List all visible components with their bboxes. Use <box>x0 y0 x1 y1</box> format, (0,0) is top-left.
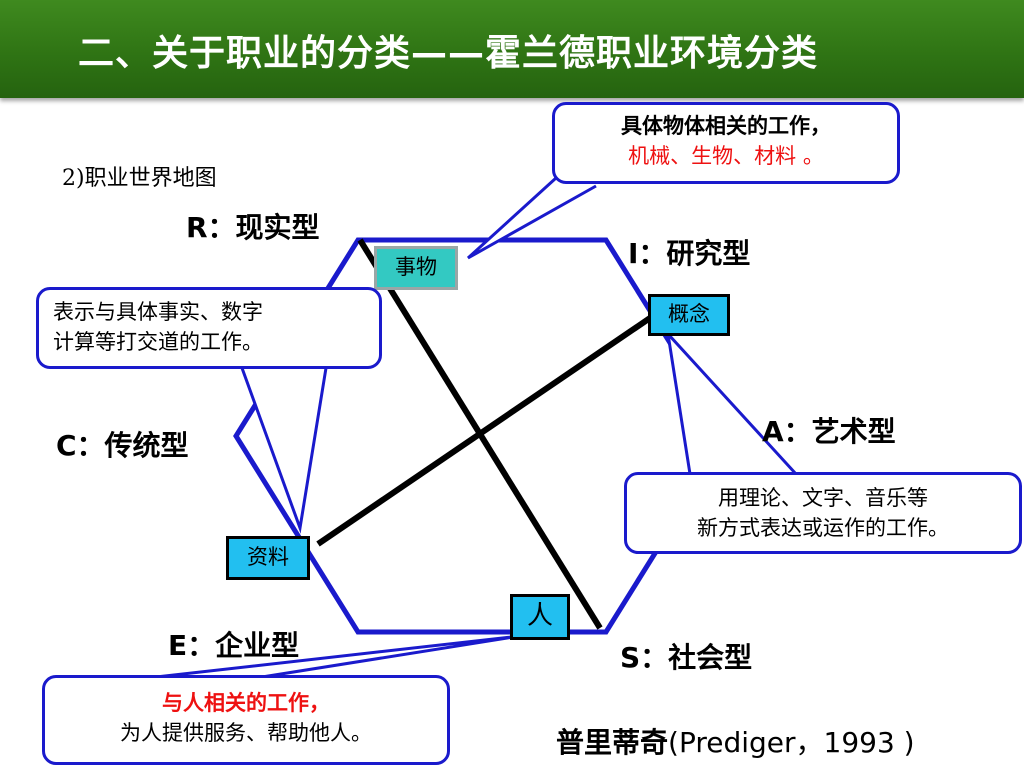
dimension-box-ideas: 概念 <box>648 294 730 336</box>
callout-data-line1: 表示与具体事实、数字 <box>53 300 263 324</box>
things-callout-pointer <box>466 176 597 260</box>
type-label-enterprising: E：企业型 <box>168 629 300 662</box>
page-title: 二、关于职业的分类——霍兰德职业环境分类 <box>78 33 819 74</box>
callout-things: 具体物体相关的工作， 机械、生物、材料 。 <box>552 102 900 184</box>
citation: 普里蒂奇(Prediger，1993 ) <box>556 721 915 761</box>
callout-data-line2: 计算等打交道的工作。 <box>53 330 263 354</box>
holland-hexagon <box>233 237 731 635</box>
callout-people: 与人相关的工作， 为人提供服务、帮助他人。 <box>42 675 450 765</box>
callout-people-line2: 为人提供服务、帮助他人。 <box>120 721 372 745</box>
callout-things-line1: 具体物体相关的工作， <box>621 114 831 138</box>
type-label-realistic: R：现实型 <box>186 211 320 244</box>
dimension-box-people: 人 <box>510 594 570 640</box>
dimension-box-data: 资料 <box>226 536 310 580</box>
section-subtitle: 2)职业世界地图 <box>62 166 217 191</box>
callout-ideas-line1: 用理论、文字、音乐等 <box>718 486 928 510</box>
ideas-callout-pointer <box>665 329 798 476</box>
citation-reference: (Prediger，1993 ) <box>668 726 915 759</box>
callout-people-line1: 与人相关的工作， <box>162 691 330 715</box>
data-callout-pointer <box>240 367 328 534</box>
dimension-box-things: 事物 <box>374 246 458 290</box>
type-label-artistic: A：艺术型 <box>762 415 896 448</box>
data-ideas-axis <box>316 315 652 547</box>
callout-ideas: 用理论、文字、音乐等 新方式表达或运作的工作。 <box>624 472 1022 554</box>
type-label-investigative: I：研究型 <box>628 237 751 270</box>
callout-ideas-line2: 新方式表达或运作的工作。 <box>697 516 949 540</box>
title-banner: 二、关于职业的分类——霍兰德职业环境分类 <box>0 0 1024 98</box>
type-label-social: S：社会型 <box>620 641 753 674</box>
citation-author: 普里蒂奇 <box>556 726 669 759</box>
callout-things-line2: 机械、生物、材料 。 <box>628 144 824 168</box>
callout-data: 表示与具体事实、数字 计算等打交道的工作。 <box>36 287 382 369</box>
type-label-conventional: C：传统型 <box>56 429 189 462</box>
